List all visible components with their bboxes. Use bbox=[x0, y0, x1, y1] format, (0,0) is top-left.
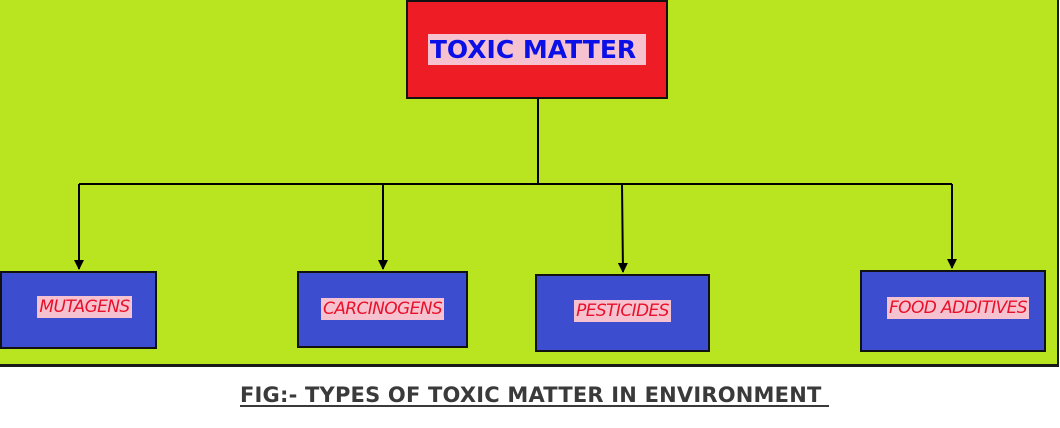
child-node-label: FOOD ADDITIVES bbox=[886, 297, 1030, 319]
root-node-label: TOXIC MATTER bbox=[427, 34, 647, 65]
root-node: TOXIC MATTER bbox=[406, 0, 668, 99]
child-node-label: PESTICIDES bbox=[574, 300, 671, 322]
child-node-food-additives: FOOD ADDITIVES bbox=[860, 270, 1046, 352]
child-node-mutagens: MUTAGENS bbox=[0, 271, 157, 349]
child-node-pesticides: PESTICIDES bbox=[535, 274, 710, 352]
figure-caption: FIG:- TYPES OF TOXIC MATTER IN ENVIRONME… bbox=[240, 383, 830, 407]
child-node-label: CARCINOGENS bbox=[320, 297, 445, 320]
child-node-label: MUTAGENS bbox=[37, 296, 132, 318]
child-node-carcinogens: CARCINOGENS bbox=[297, 271, 468, 348]
